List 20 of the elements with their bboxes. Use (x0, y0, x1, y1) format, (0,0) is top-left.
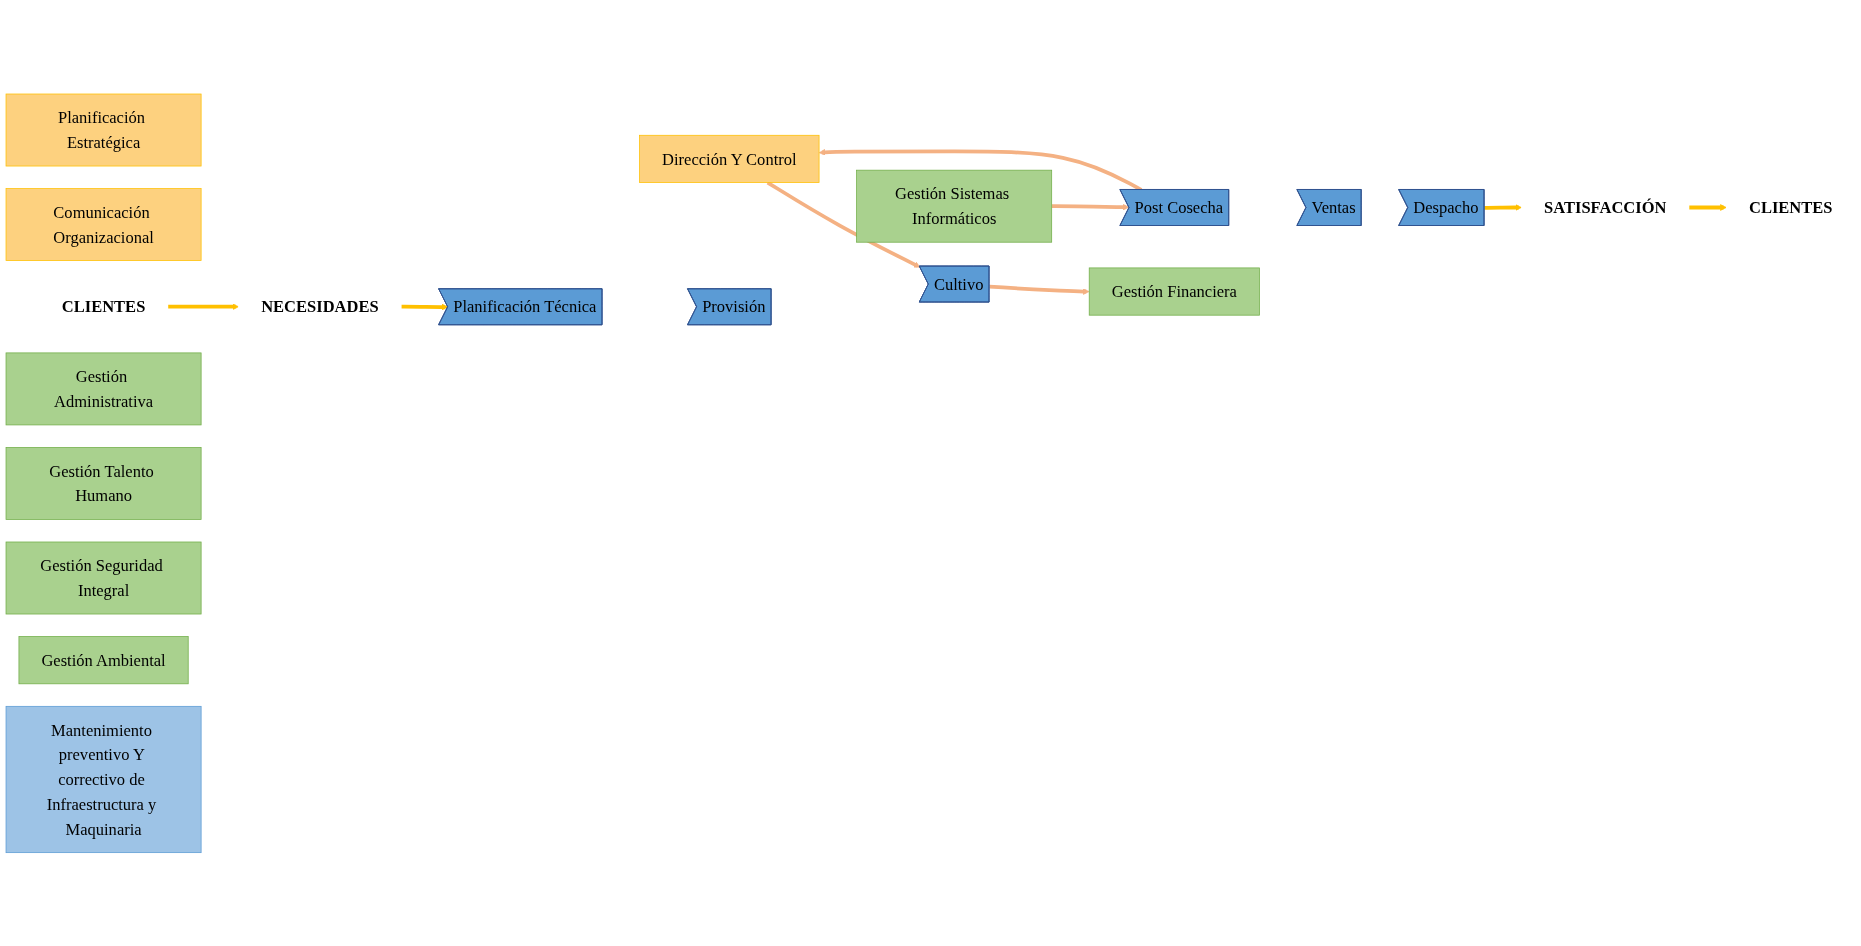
arrow (989, 284, 1090, 295)
node-text: SATISFACCIÓN (1544, 197, 1667, 217)
node-box: Gestión Financiera (1088, 267, 1260, 316)
arrow (1051, 203, 1130, 211)
arrow (1484, 203, 1522, 211)
arrow (401, 303, 449, 310)
node-text: CLIENTES (1748, 197, 1833, 217)
node-box: Mantenimiento preventivo Y correctivo de Infraestructura y Maquinaria (5, 705, 202, 853)
node-box: Gestión Sistemas Informáticos (856, 169, 1053, 243)
node-box: Dirección Y Control (639, 134, 820, 183)
node-box: Comunicación Organizacional (5, 187, 202, 261)
node-box: Gestión Administrativa (5, 352, 202, 425)
node-text: CLIENTES (61, 297, 146, 316)
arrow (1688, 203, 1727, 211)
node-box: Gestión Ambiental (18, 635, 189, 684)
arrow (167, 303, 239, 310)
node-box: Gestión Talento Humano (5, 446, 202, 520)
node-box: Gestión Seguridad Integral (5, 541, 202, 615)
node-box: Planificación Estratégica (5, 93, 202, 167)
node-text: NECESIDADES (261, 297, 379, 316)
